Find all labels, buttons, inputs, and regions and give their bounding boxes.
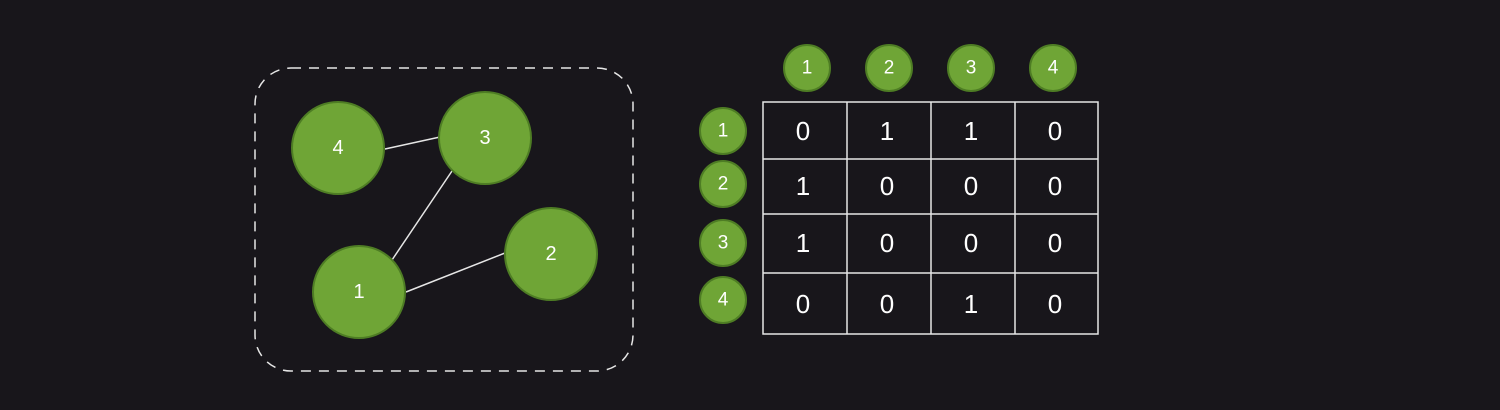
matrix-row-4: 0 0 1 0: [796, 289, 1062, 319]
matrix-cell: 0: [796, 289, 810, 319]
matrix-cell: 0: [964, 171, 978, 201]
row-header-2: 2: [699, 160, 747, 208]
matrix-cell: 0: [1048, 116, 1062, 146]
graph-node-4: 4: [291, 101, 385, 195]
row-header-label: 4: [718, 290, 729, 311]
matrix-cell: 0: [880, 228, 894, 258]
row-header-label: 1: [718, 121, 729, 142]
matrix-grid: [762, 101, 1099, 335]
matrix-cells: 0 1 1 0 1 0 0 0 1 0 0 0 0 0 1 0: [796, 116, 1062, 319]
matrix-cell: 0: [796, 116, 810, 146]
matrix-cell: 1: [796, 228, 810, 258]
column-header-label: 2: [884, 58, 895, 79]
row-header-1: 1: [699, 107, 747, 155]
graph-node-1: 1: [312, 245, 406, 339]
matrix-cell: 1: [964, 289, 978, 319]
graph-node-2: 2: [504, 207, 598, 301]
matrix-row-1: 0 1 1 0: [796, 116, 1062, 146]
matrix-cell: 1: [880, 116, 894, 146]
matrix-row-3: 1 0 0 0: [796, 228, 1062, 258]
matrix-cell: 0: [1048, 289, 1062, 319]
graph-node-label: 4: [332, 137, 343, 159]
column-header-label: 4: [1048, 58, 1059, 79]
column-header-label: 3: [966, 58, 977, 79]
graph-edges: [384, 136, 506, 293]
column-header-label: 1: [802, 58, 813, 79]
matrix-row-2: 1 0 0 0: [796, 171, 1062, 201]
column-header-2: 2: [865, 44, 913, 92]
matrix-row-headers: 1 2 3 4: [699, 107, 747, 324]
row-header-3: 3: [699, 219, 747, 267]
row-header-label: 3: [718, 233, 729, 254]
edge-4-3: [384, 136, 441, 150]
matrix-cell: 1: [796, 171, 810, 201]
edge-1-3: [391, 170, 453, 261]
column-header-1: 1: [783, 44, 831, 92]
graph-container: [254, 67, 634, 372]
column-header-3: 3: [947, 44, 995, 92]
graph-node-label: 2: [545, 243, 556, 265]
matrix-cell: 0: [1048, 228, 1062, 258]
edge-1-2: [405, 252, 506, 293]
graph-node-label: 1: [353, 281, 364, 303]
matrix-cell: 0: [964, 228, 978, 258]
matrix-cell: 0: [880, 171, 894, 201]
matrix-column-headers: 1 2 3 4: [783, 44, 1077, 92]
row-header-4: 4: [699, 276, 747, 324]
matrix-cell: 0: [880, 289, 894, 319]
graph-node-label: 3: [479, 127, 490, 149]
graph-node-3: 3: [438, 91, 532, 185]
matrix-cell: 0: [1048, 171, 1062, 201]
column-header-4: 4: [1029, 44, 1077, 92]
matrix-cell: 1: [964, 116, 978, 146]
row-header-label: 2: [718, 174, 729, 195]
